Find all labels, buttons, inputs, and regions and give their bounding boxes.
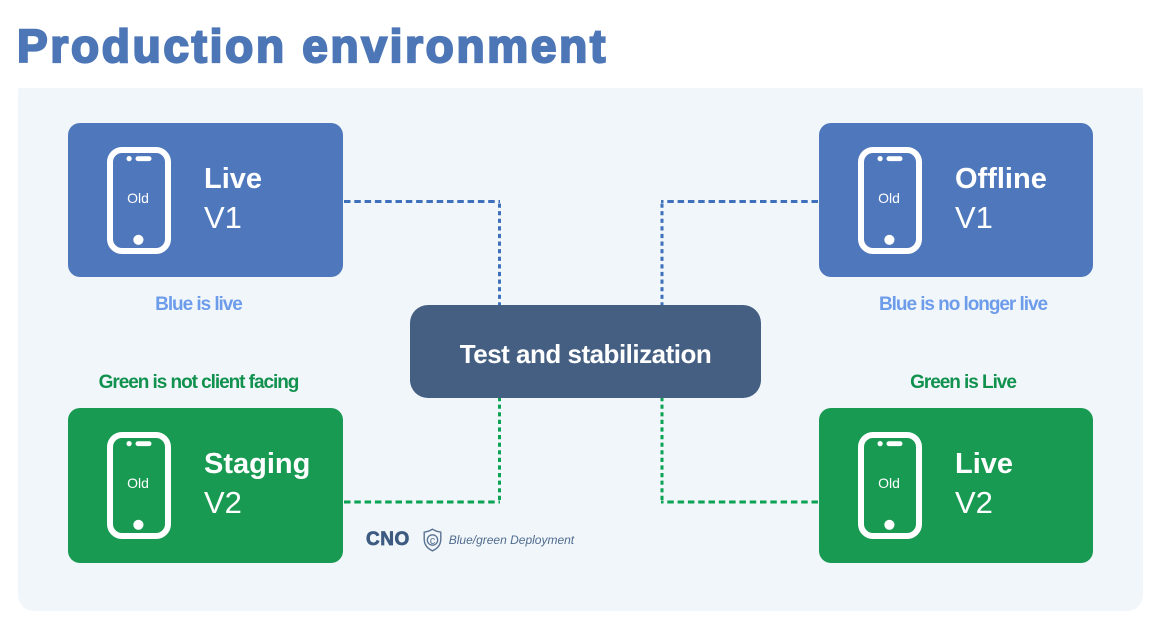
svg-text:Old: Old bbox=[878, 190, 900, 206]
svg-text:Old: Old bbox=[127, 475, 149, 491]
svg-text:Old: Old bbox=[878, 475, 900, 491]
svg-text:Old: Old bbox=[127, 190, 149, 206]
svg-text:c: c bbox=[429, 535, 435, 547]
